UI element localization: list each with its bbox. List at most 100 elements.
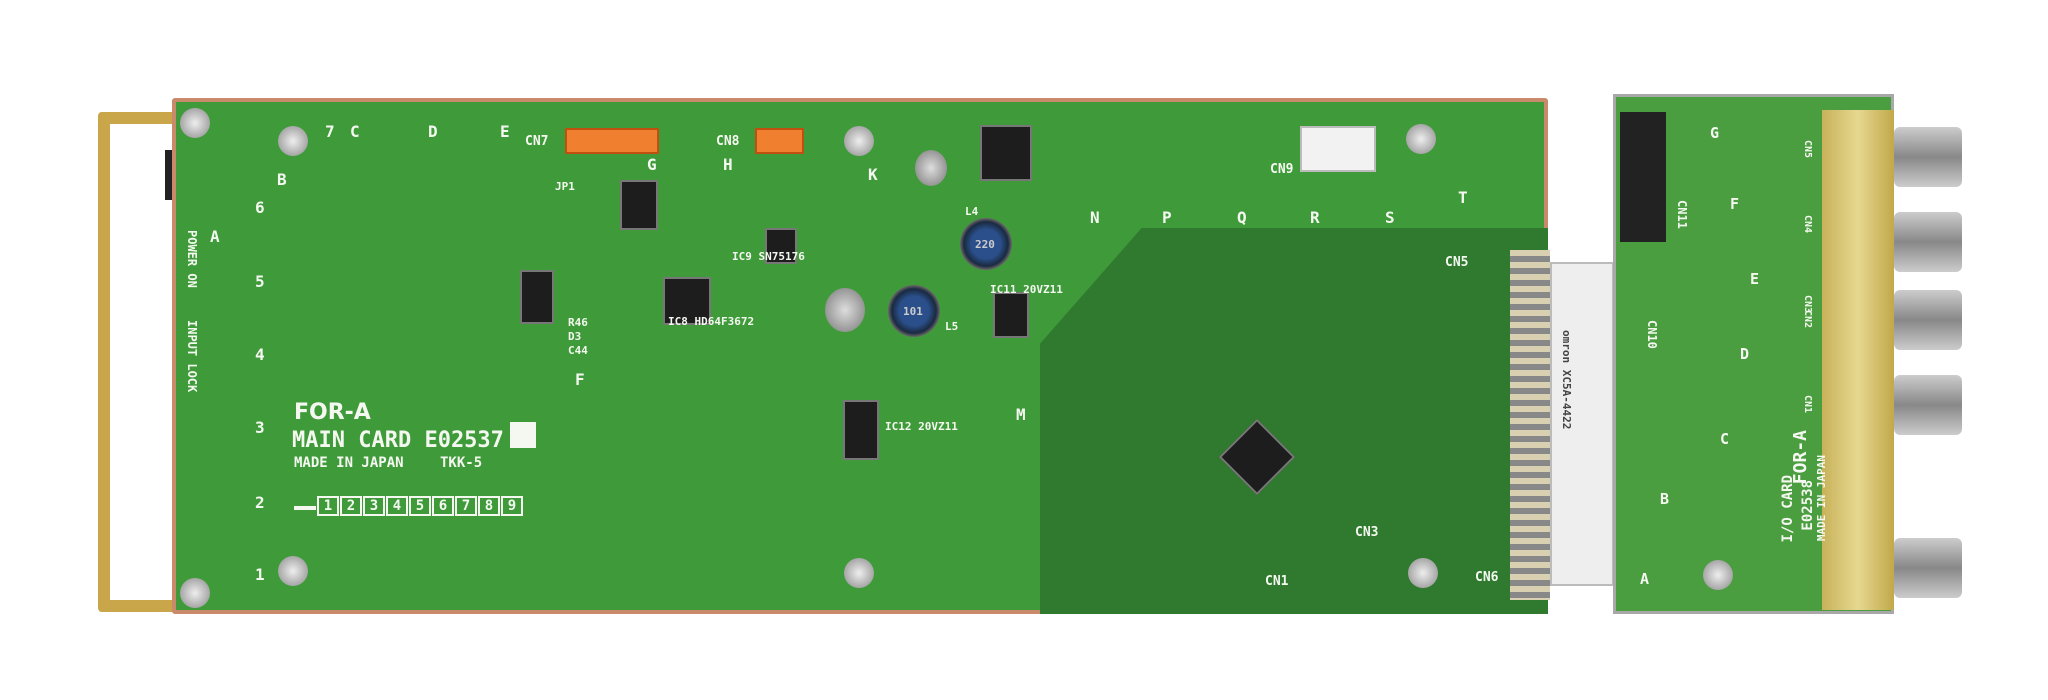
capacitor	[915, 150, 947, 186]
bnc-connector	[1894, 290, 1962, 350]
ic-chip	[520, 270, 554, 324]
inductor-marking: 101	[903, 305, 923, 318]
label-cn11: CN11	[1675, 200, 1689, 229]
io-rear-panel	[1822, 110, 1894, 610]
grid-letter: G	[647, 155, 657, 174]
label-d3: D3	[568, 330, 582, 343]
grid-number: 3	[255, 418, 265, 437]
connector-marking: omron XC5A-4422	[1560, 330, 1573, 430]
grid-letter: M	[1016, 405, 1026, 424]
connector-xc5a	[1550, 262, 1614, 586]
card-edge-connector	[1510, 250, 1550, 600]
io-card-part: E02538	[1800, 480, 1816, 531]
grid-letter: D	[428, 122, 438, 141]
grid-letter: N	[1090, 208, 1100, 227]
grid-number: 5	[255, 272, 265, 291]
screw	[1406, 124, 1436, 154]
label-io-cn3: CN3	[1802, 295, 1813, 314]
screw	[278, 556, 308, 586]
bnc-connector	[1894, 127, 1962, 187]
grid-letter: Q	[1237, 208, 1247, 227]
made-in-japan: MADE IN JAPAN	[294, 455, 404, 471]
label-cn1: CN1	[1265, 574, 1289, 589]
ic-regulator	[993, 292, 1029, 338]
screw	[1703, 560, 1733, 590]
label-c44: C44	[568, 344, 588, 357]
io-letter: C	[1720, 430, 1730, 448]
screw	[278, 126, 308, 156]
label-cn10: CN10	[1645, 320, 1659, 349]
label-io-cn1: CN1	[1802, 395, 1813, 414]
header-cn9	[1300, 126, 1376, 172]
grid-number: 6	[255, 198, 265, 217]
label-box	[510, 422, 536, 448]
label-input-lock: INPUT LOCK	[185, 320, 199, 393]
bnc-connector	[1894, 212, 1962, 272]
screw	[180, 578, 210, 608]
bnc-connector	[1894, 375, 1962, 435]
inductor-l5	[888, 285, 940, 337]
label-ic11: IC11 20VZ11	[990, 283, 1063, 296]
io-letter: E	[1750, 270, 1760, 288]
label-cn3: CN3	[1355, 525, 1379, 540]
label-ic12: IC12 20VZ11	[885, 420, 958, 433]
header-cn11	[1620, 112, 1666, 242]
label-io-cn2: CN2	[1802, 310, 1813, 329]
label-l5: L5	[945, 320, 959, 333]
inductor-l4	[960, 218, 1012, 270]
io-letter: F	[1730, 195, 1740, 213]
grid-letter: E	[500, 122, 510, 141]
grid-letter: R	[1310, 208, 1320, 227]
capacitor	[825, 288, 865, 332]
grid-letter: K	[868, 165, 878, 184]
io-letter: A	[1640, 570, 1650, 588]
pcb-ground-plane	[1040, 228, 1548, 614]
label-io-cn4: CN4	[1802, 215, 1813, 234]
label-io-cn5: CN5	[1802, 140, 1813, 159]
label-ic9: IC9 SN75176	[732, 250, 805, 263]
ic-microcontroller	[663, 277, 711, 325]
grid-letter: A	[210, 227, 220, 246]
io-letter: D	[1740, 345, 1750, 363]
screw	[844, 558, 874, 588]
grid-letter: H	[723, 155, 733, 174]
label-l4: L4	[965, 205, 979, 218]
grid-letter: P	[1162, 208, 1172, 227]
label-cn7: CN7	[525, 134, 549, 149]
ic-transceiver	[765, 228, 797, 264]
label-r46: R46	[568, 316, 588, 329]
screw	[1408, 558, 1438, 588]
grid-letter: C	[350, 122, 360, 141]
grid-number: 2	[255, 493, 265, 512]
io-letter: B	[1660, 490, 1670, 508]
grid-letter: T	[1458, 188, 1468, 207]
grid-number: 4	[255, 345, 265, 364]
ul-mark: TKK-5	[440, 455, 483, 471]
label-cn9: CN9	[1270, 162, 1294, 177]
label-cn8: CN8	[716, 134, 740, 149]
ic-regulator	[980, 125, 1032, 181]
grid-letter: S	[1385, 208, 1395, 227]
grid-letter: B	[277, 170, 287, 189]
ic-chip	[620, 180, 658, 230]
grid-letter: F	[575, 370, 585, 389]
label-ic8: IC8 HD64F3672	[668, 315, 755, 328]
label-power-on: POWER ON	[185, 230, 199, 288]
io-letter: G	[1710, 124, 1720, 142]
header-cn8	[755, 128, 804, 154]
fora-logo: FOR-A	[294, 400, 371, 425]
screw	[180, 108, 210, 138]
header-cn7	[565, 128, 659, 154]
ic-regulator	[843, 400, 879, 460]
label-cn6: CN6	[1475, 570, 1499, 585]
screw	[844, 126, 874, 156]
grid-number: 1	[255, 565, 265, 584]
label-jp1: JP1	[555, 180, 575, 193]
io-made-in-japan: MADE IN JAPAN	[1815, 455, 1828, 542]
grid-number: 7	[325, 122, 335, 141]
label-cn5: CN5	[1445, 255, 1469, 270]
io-card-title: I/O CARD	[1780, 475, 1796, 543]
bnc-connector	[1894, 538, 1962, 598]
main-card-title: MAIN CARD E02537	[292, 428, 504, 453]
